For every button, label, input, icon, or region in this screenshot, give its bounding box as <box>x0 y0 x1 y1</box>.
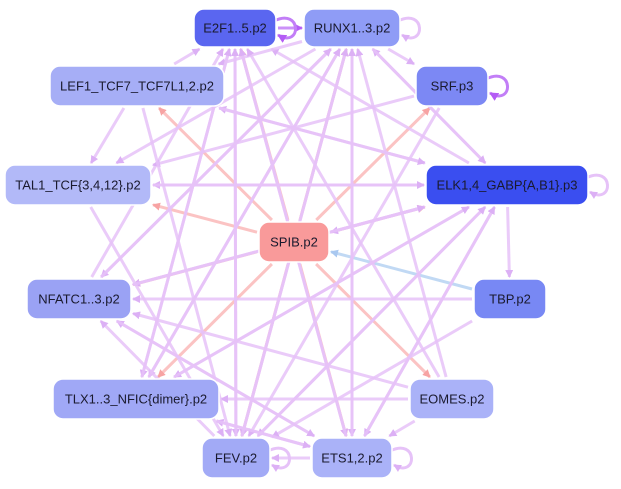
self-loop-ets <box>389 446 413 472</box>
node-label: NFATC1..3.p2 <box>38 292 119 307</box>
edge-tlx-to-ets <box>216 419 311 449</box>
edge-lef-to-e2f <box>173 47 201 66</box>
edges-layer <box>89 23 514 462</box>
node-runx[interactable]: RUNX1..3.p2 <box>303 8 401 48</box>
edge-nfatc-to-runx <box>100 47 332 279</box>
node-box <box>4 164 152 206</box>
node-box <box>52 378 220 420</box>
edge-eomes-to-nfatc <box>132 311 409 389</box>
node-label: E2F1..5.p2 <box>203 21 267 36</box>
self-loop-srf <box>485 74 509 101</box>
self-loop-e2f <box>273 16 297 43</box>
edge-elk-to-tbp <box>505 206 514 278</box>
self-loop-elk <box>585 173 609 199</box>
edge-lef-to-tal <box>89 107 126 164</box>
node-box <box>201 437 271 479</box>
edge-tbp-to-spib <box>330 249 473 291</box>
self-loop-runx <box>397 16 421 42</box>
node-label: EOMES.p2 <box>419 392 484 407</box>
node-box <box>258 221 330 263</box>
node-box <box>26 278 132 320</box>
node-tal[interactable]: TAL1_TCF{3,4,12}.p2 <box>4 164 152 206</box>
edge-eomes-to-runx <box>355 48 448 378</box>
edge-nfatc-to-ets <box>116 319 316 438</box>
self-loops-layer <box>267 16 609 472</box>
node-label: TBP.p2 <box>489 292 531 307</box>
nodes-layer: E2F1..5.p2 RUNX1..3.p2LEF1_TCF7_TCF7L1,2.… <box>4 8 589 479</box>
node-label: TLX1..3_NFIC{dimer}.p2 <box>65 392 207 407</box>
node-box <box>49 65 225 107</box>
edge-tbp-to-fev <box>271 319 473 439</box>
edge-srf-to-tal <box>152 94 415 168</box>
node-box <box>415 65 489 107</box>
node-label: ETS1,2.p2 <box>321 451 382 466</box>
node-label: FEV.p2 <box>215 451 257 466</box>
node-tbp[interactable]: TBP.p2 <box>473 278 547 320</box>
node-box <box>425 164 589 206</box>
edge-srf-to-fev <box>247 107 441 437</box>
node-spib[interactable]: SPIB.p2 <box>258 221 330 263</box>
edge-tlx-to-elk <box>173 205 470 379</box>
node-tlx[interactable]: TLX1..3_NFIC{dimer}.p2 <box>52 378 220 420</box>
edge-elk-to-e2f <box>270 47 470 165</box>
edge-tlx-to-runx <box>147 48 342 378</box>
node-box <box>303 8 401 48</box>
edge-fev-to-e2f <box>231 48 240 437</box>
edge-eomes-to-ets <box>388 419 416 438</box>
node-label: LEF1_TCF7_TCF7L1,2.p2 <box>60 79 214 94</box>
node-box <box>311 437 393 479</box>
node-label: TAL1_TCF{3,4,12}.p2 <box>15 178 141 193</box>
node-elk[interactable]: ELK1,4_GABP{A,B1}.p3 <box>425 164 589 206</box>
node-label: ELK1,4_GABP{A,B1}.p3 <box>437 178 578 193</box>
self-loop-fev <box>267 446 291 472</box>
node-fev[interactable]: FEV.p2 <box>201 437 271 479</box>
edge-runx-to-srf <box>387 47 415 66</box>
node-e2f[interactable]: E2F1..5.p2 <box>193 8 277 48</box>
node-label: SRF.p3 <box>431 79 474 94</box>
node-box <box>473 278 547 320</box>
edge-eomes-to-e2f <box>246 48 441 378</box>
node-box <box>193 8 277 48</box>
node-nfatc[interactable]: NFATC1..3.p2 <box>26 278 132 320</box>
node-lef[interactable]: LEF1_TCF7_TCF7L1,2.p2 <box>49 65 225 107</box>
node-box <box>409 378 495 420</box>
node-ets[interactable]: ETS1,2.p2 <box>311 437 393 479</box>
edge-runx-to-lef <box>217 40 303 67</box>
node-label: SPIB.p2 <box>270 235 318 250</box>
node-eomes[interactable]: EOMES.p2 <box>409 378 495 420</box>
node-srf[interactable]: SRF.p3 <box>415 65 489 107</box>
edge-spib-to-srf <box>315 106 431 222</box>
node-label: RUNX1..3.p2 <box>314 21 391 36</box>
edge-spib-to-tlx <box>157 262 273 379</box>
